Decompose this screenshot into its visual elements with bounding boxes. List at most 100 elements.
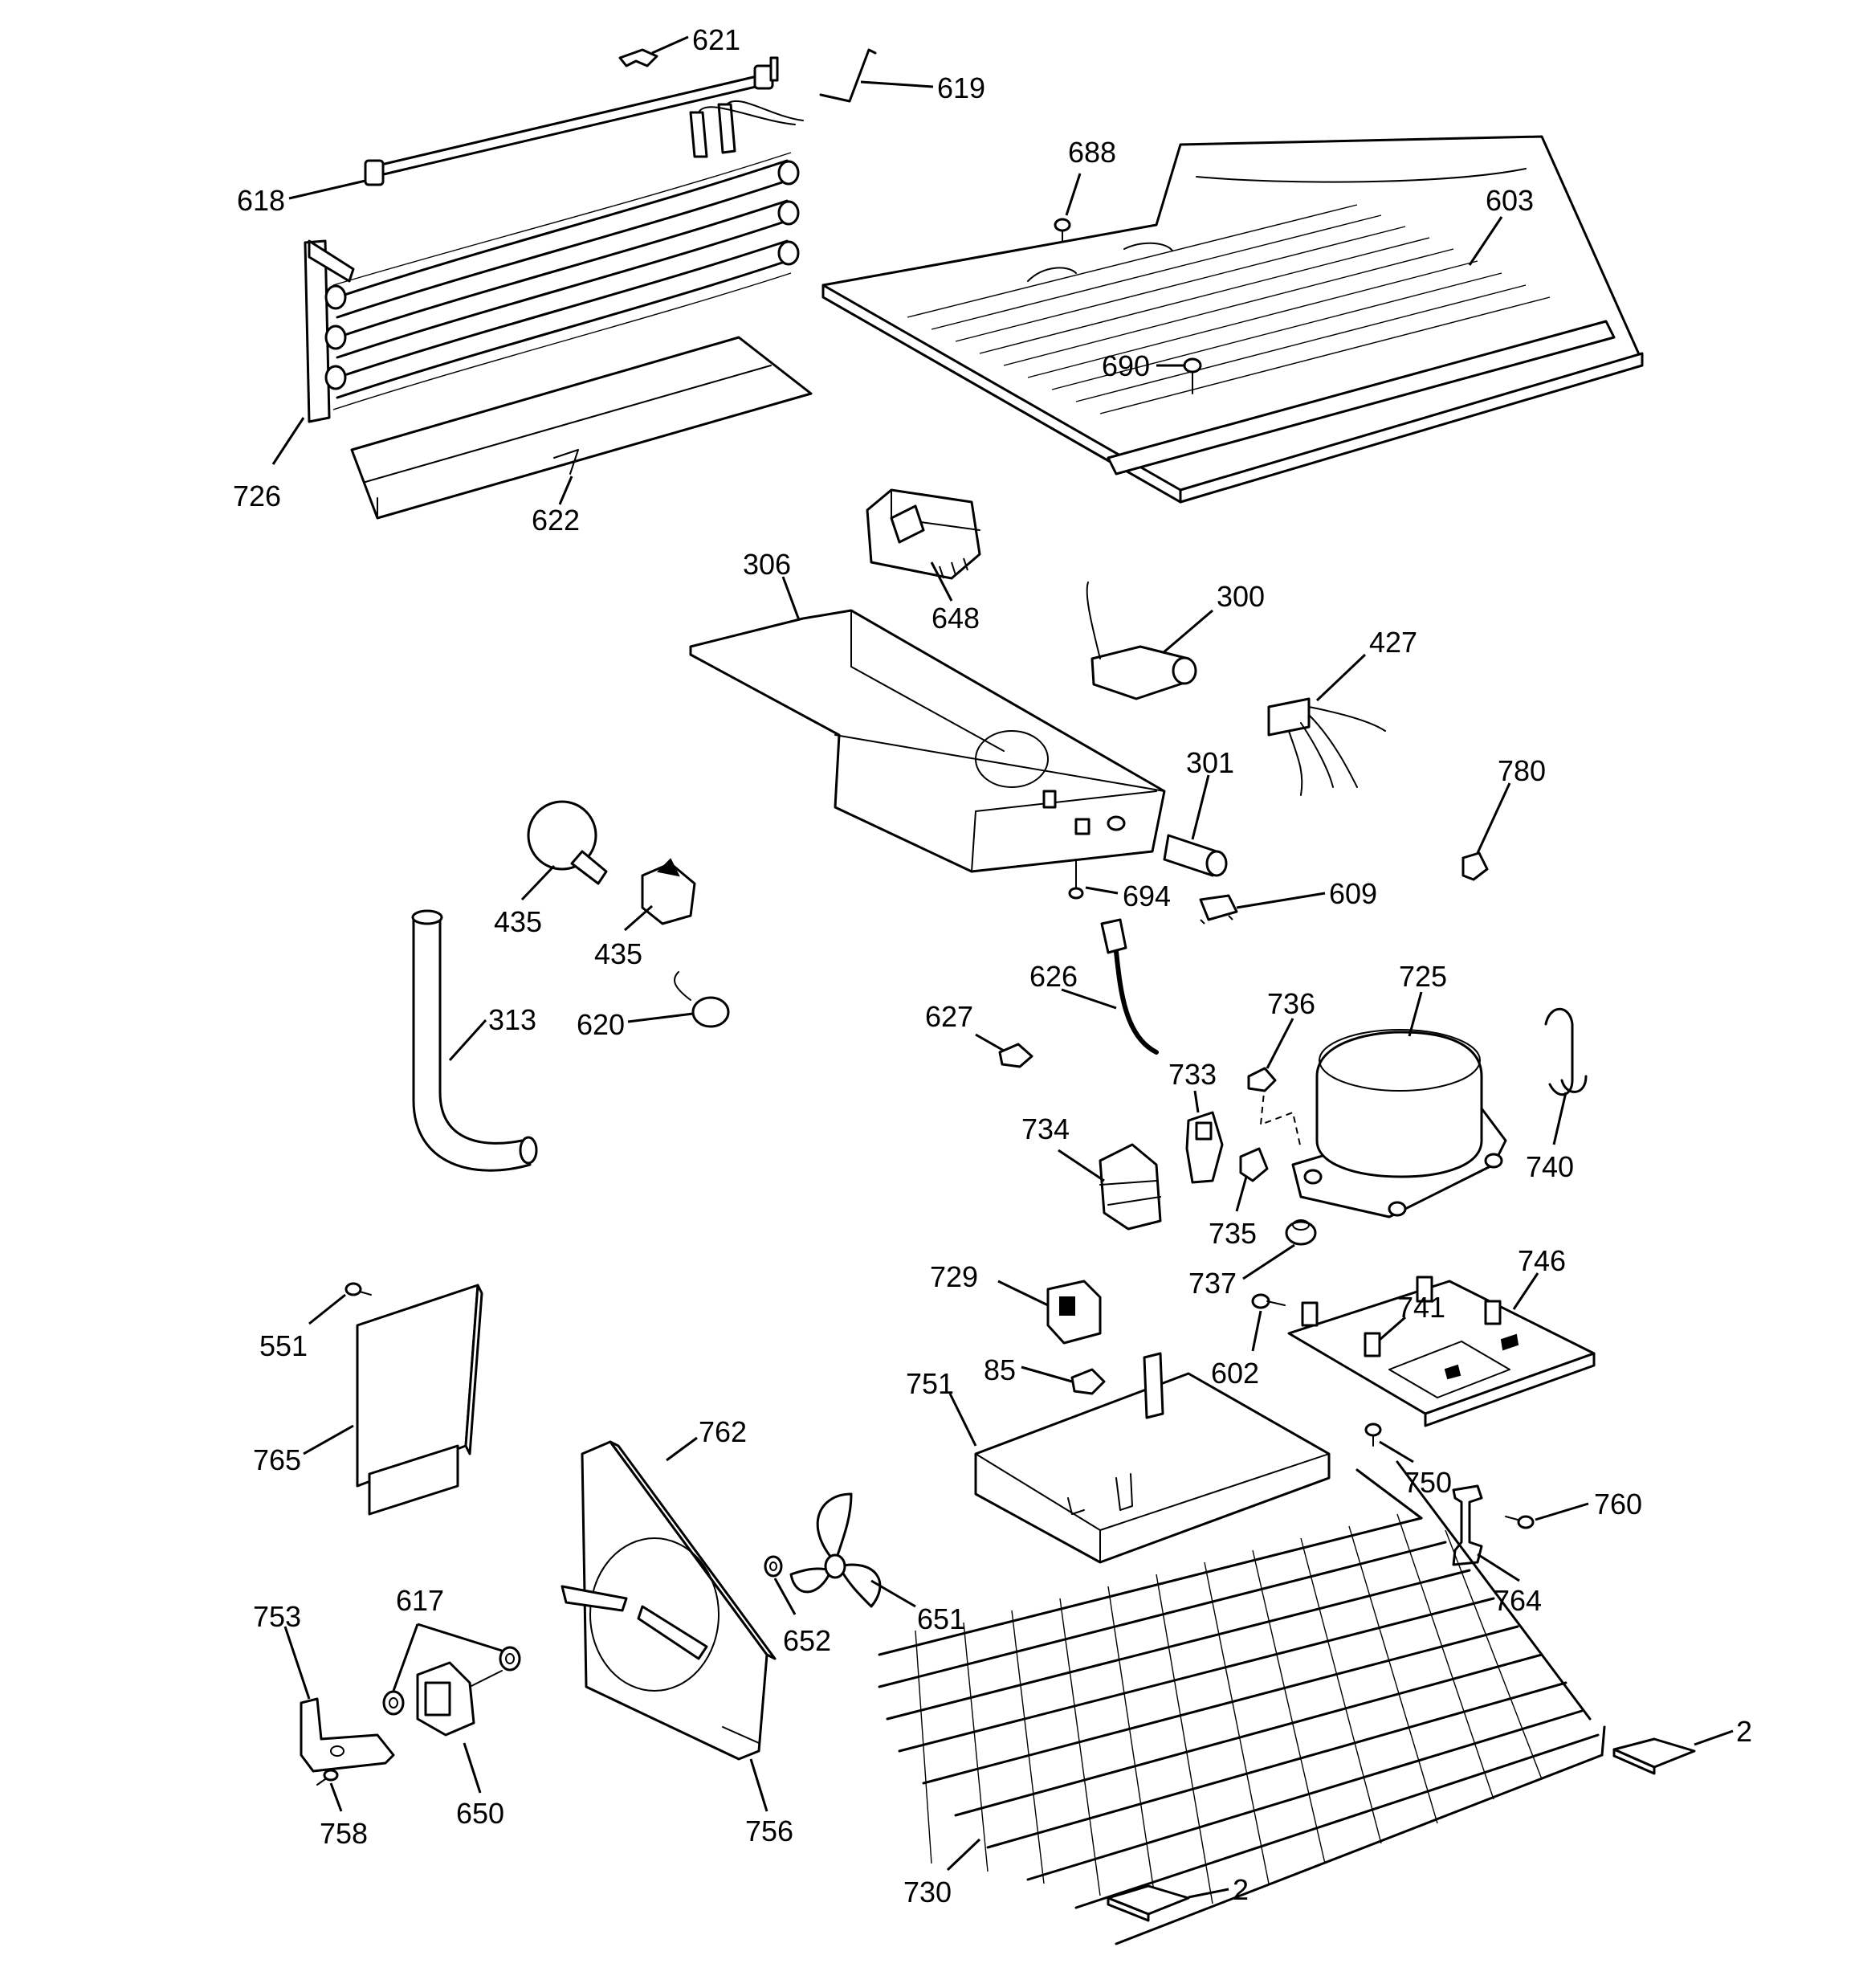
- part-750-screw: [1364, 1423, 1382, 1447]
- leader-306: [781, 576, 801, 621]
- callout-764: 764: [1494, 1584, 1542, 1617]
- leader-740: [1552, 1092, 1567, 1145]
- callout-760: 760: [1594, 1488, 1642, 1521]
- callout-765: 765: [253, 1443, 301, 1476]
- leader-621: [651, 35, 689, 55]
- part-760-screw: [1505, 1515, 1535, 1529]
- leader-751: [948, 1393, 977, 1447]
- leader-737: [1242, 1243, 1295, 1280]
- callout-2b: 2: [1233, 1873, 1249, 1906]
- part-2-pad-b: [1107, 1884, 1190, 1922]
- callout-2a: 2: [1736, 1715, 1752, 1748]
- callout-736: 736: [1267, 987, 1315, 1020]
- callout-626: 626: [1029, 960, 1078, 993]
- callout-651: 651: [917, 1602, 965, 1635]
- callout-602: 602: [1211, 1357, 1259, 1390]
- callout-603: 603: [1486, 184, 1534, 217]
- callout-750: 750: [1404, 1466, 1452, 1499]
- part-85-cap: [1070, 1368, 1106, 1395]
- part-617-grommet-a: [382, 1690, 405, 1716]
- leader-750: [1379, 1440, 1414, 1463]
- part-651-fanblade: [789, 1492, 882, 1608]
- part-737-grommet: [1285, 1219, 1317, 1246]
- part-740-hook: [1544, 1007, 1588, 1096]
- callout-741: 741: [1397, 1291, 1445, 1324]
- part-617-grommet-b: [499, 1646, 521, 1672]
- part-694-screw: [1068, 859, 1084, 900]
- leader-726: [271, 417, 305, 465]
- leader-435a: [520, 864, 556, 901]
- callout-762: 762: [699, 1415, 747, 1448]
- callout-735: 735: [1209, 1217, 1257, 1250]
- leader-609: [1236, 892, 1326, 909]
- leader-618: [288, 179, 366, 200]
- leader-2a: [1694, 1729, 1734, 1746]
- callout-621: 621: [692, 23, 740, 56]
- part-688-screw: [1054, 218, 1071, 242]
- callout-619: 619: [937, 71, 985, 104]
- leader-435b: [624, 904, 653, 932]
- leader-602: [1251, 1310, 1262, 1352]
- part-758-screw: [316, 1769, 339, 1786]
- callout-726: 726: [233, 480, 281, 512]
- part-627-cap: [998, 1043, 1033, 1068]
- part-733-relay: [1185, 1111, 1224, 1184]
- leader-622: [558, 476, 573, 505]
- callout-780: 780: [1498, 754, 1546, 787]
- leader-301: [1191, 774, 1210, 840]
- callout-753: 753: [253, 1600, 301, 1633]
- callout-435b: 435: [594, 937, 642, 970]
- leader-2b: [1188, 1888, 1229, 1899]
- callout-758: 758: [320, 1817, 368, 1850]
- leader-730: [946, 1838, 981, 1872]
- leader-652: [773, 1578, 797, 1615]
- leader-729: [997, 1280, 1049, 1307]
- callout-648: 648: [932, 602, 980, 635]
- part-736-clip: [1247, 1067, 1277, 1092]
- part-301-socket: [1163, 834, 1228, 877]
- part-306-housing: [689, 609, 1166, 873]
- leader-620: [627, 1012, 694, 1023]
- part-725-compressor: [1291, 1029, 1507, 1219]
- leader-780: [1476, 782, 1511, 854]
- leader-734: [1058, 1149, 1105, 1182]
- callout-730: 730: [903, 1876, 952, 1908]
- leader-746: [1512, 1272, 1539, 1310]
- part-729-block: [1046, 1280, 1102, 1345]
- callout-733: 733: [1168, 1058, 1217, 1091]
- part-780-clip: [1461, 851, 1489, 881]
- part-751-pan: [974, 1352, 1331, 1564]
- callout-746: 746: [1518, 1244, 1566, 1277]
- part-762-shroud: [561, 1440, 777, 1761]
- callout-306: 306: [743, 548, 791, 581]
- part-603-shelf: [821, 135, 1644, 504]
- callout-622: 622: [532, 504, 580, 537]
- callout-650: 650: [456, 1797, 504, 1830]
- leader-736: [1266, 1018, 1294, 1069]
- callout-729: 729: [930, 1260, 978, 1293]
- leader-300: [1162, 609, 1213, 655]
- callout-734: 734: [1021, 1112, 1070, 1145]
- part-753-bracket: [300, 1697, 395, 1773]
- part-735-cap: [1239, 1147, 1269, 1182]
- callout-740: 740: [1526, 1150, 1574, 1183]
- part-726-coil: [304, 100, 804, 423]
- callout-690: 690: [1102, 349, 1150, 382]
- leader-756: [749, 1758, 768, 1812]
- leader-85: [1021, 1365, 1073, 1383]
- leader-551: [308, 1293, 346, 1325]
- leader-735: [1235, 1176, 1248, 1212]
- part-746-plate: [1287, 1276, 1596, 1427]
- callout-313: 313: [488, 1003, 536, 1036]
- callout-301: 301: [1186, 746, 1234, 779]
- leader-688: [1065, 173, 1082, 216]
- part-619-wire: [819, 48, 877, 103]
- leader-765: [303, 1424, 354, 1455]
- part-765-panel: [356, 1284, 483, 1516]
- leader-626: [1061, 988, 1117, 1010]
- callout-300: 300: [1217, 580, 1265, 613]
- part-650-motor: [416, 1661, 503, 1737]
- leader-733: [1193, 1090, 1200, 1113]
- callout-618: 618: [237, 184, 285, 217]
